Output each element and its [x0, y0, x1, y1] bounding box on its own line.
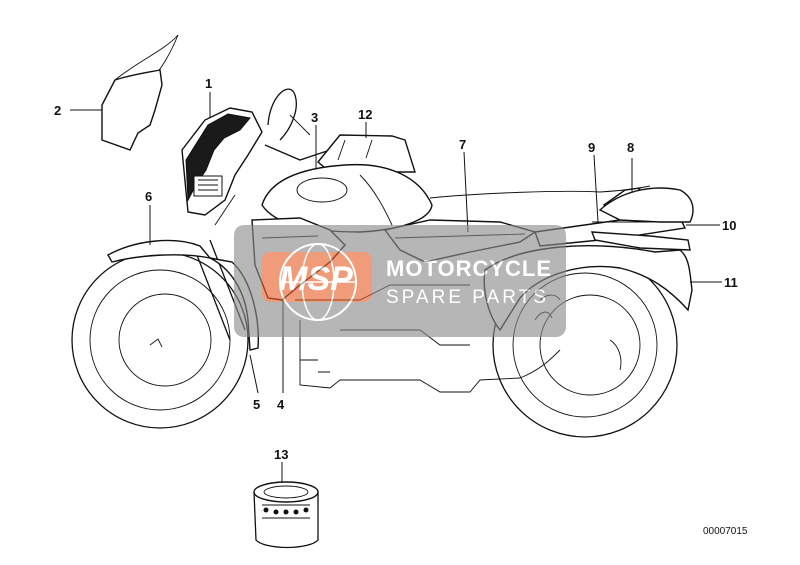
callout-12: 12 — [358, 107, 372, 122]
callout-6: 6 — [145, 189, 152, 204]
callout-11: 11 — [724, 275, 738, 290]
callout-8: 8 — [627, 140, 634, 155]
callout-1: 1 — [205, 76, 212, 91]
callout-labels: 1 2 3 4 5 6 7 8 9 10 11 12 13 — [54, 76, 738, 462]
watermark-logo: MSP — [279, 260, 353, 298]
part-2-deflector — [101, 34, 179, 151]
callout-10: 10 — [722, 218, 736, 233]
part-13-tape-roll — [253, 481, 319, 549]
part-tail-section — [592, 187, 694, 223]
callout-2: 2 — [54, 103, 61, 118]
reference-number: 00007015 — [703, 526, 748, 537]
callout-5: 5 — [253, 397, 260, 412]
callout-9: 9 — [588, 140, 595, 155]
callout-13: 13 — [274, 447, 288, 462]
part-10-tail-trim — [590, 231, 691, 251]
watermark-subtitle: SPARE PARTS — [386, 287, 549, 308]
part-1-side-panel — [181, 107, 263, 216]
callout-4: 4 — [277, 397, 285, 412]
watermark-title: MOTORCYCLE — [386, 256, 552, 281]
watermark-logo-bg — [262, 252, 372, 302]
watermark: MSP MOTORCYCLE SPARE PARTS — [234, 225, 566, 337]
callout-7: 7 — [459, 137, 466, 152]
callout-3: 3 — [311, 110, 318, 125]
leader-lines — [70, 92, 722, 482]
